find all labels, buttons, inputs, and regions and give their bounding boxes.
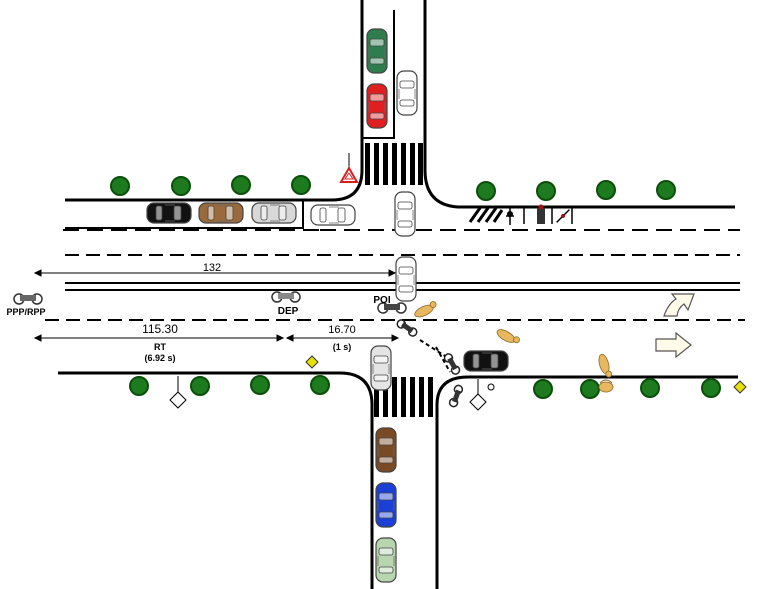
tree-icon (310, 375, 330, 395)
tree-icon (476, 181, 496, 201)
tree-icon (701, 378, 721, 398)
last-time-label: (1 s) (333, 342, 352, 352)
distance-last-label: 16.70 (328, 324, 356, 336)
tree-icon (250, 375, 270, 395)
motorcycle-debris-icon (448, 384, 464, 408)
poi-label: POI (373, 295, 390, 306)
tree-icon (190, 376, 210, 396)
north-white-car (396, 70, 418, 116)
tree-icon (533, 379, 553, 399)
subject-white-car (395, 256, 417, 302)
vehicles (146, 28, 509, 583)
motorcycle-icon (271, 291, 301, 303)
bicycle-icon (556, 209, 570, 223)
trees (110, 175, 721, 399)
bicycle-icon (537, 204, 545, 224)
east-black-car (463, 350, 509, 372)
dimension-lines (33, 269, 400, 342)
tree-icon (171, 176, 191, 196)
crosswalk-north (365, 143, 423, 185)
motorcycle-debris-icon (443, 353, 461, 375)
south-green-car (375, 537, 397, 583)
deer-icon (598, 353, 613, 378)
tree-icon (291, 175, 311, 195)
parked-white-car (310, 204, 356, 226)
tree-icon (129, 376, 149, 396)
crosswalk-south (374, 377, 433, 417)
parked-silver-car (251, 202, 297, 224)
skid-marks (419, 339, 451, 373)
road-edges (58, 0, 738, 589)
distance-total-label: 132 (203, 262, 221, 274)
motorcycle-icon (377, 302, 407, 314)
motorcycle-icon (13, 293, 43, 305)
straight-arrow-icon (655, 331, 692, 359)
tree-icon (656, 180, 676, 200)
south-silver-car (370, 345, 392, 391)
hatch-area (468, 207, 504, 223)
turn-arrow-icon (663, 293, 695, 317)
ppp-rpp-label: PPP/RPP (6, 307, 45, 317)
deer-crossing-sign-icon (305, 355, 319, 369)
tree-icon (536, 181, 556, 201)
deer-icon (414, 301, 437, 318)
tree-icon (596, 180, 616, 200)
tree-icon (580, 379, 600, 399)
sign-post-left (169, 376, 187, 409)
south-brown-car (375, 427, 397, 473)
north-red-car (366, 83, 388, 129)
yield-sign-icon (339, 153, 359, 183)
pedestrian-icon (506, 207, 514, 225)
deer-icon (598, 379, 614, 393)
sign-post-right (469, 379, 495, 411)
distance-rt-label: 115.30 (142, 322, 178, 336)
tree-icon (110, 176, 130, 196)
north-green-car (366, 28, 388, 74)
motorcycle-debris-icon (396, 319, 418, 337)
tree-icon (640, 378, 660, 398)
south-blue-car (375, 482, 397, 528)
tree-icon (231, 175, 251, 195)
deer-crossing-sign-icon (733, 380, 747, 394)
deer-icon (496, 329, 520, 344)
parked-brown-car (198, 202, 244, 224)
center-white-car (394, 191, 416, 237)
dep-label: DEP (278, 306, 299, 317)
parked-black-car (146, 202, 192, 224)
rt-label: RT (154, 342, 166, 352)
bike-rack (523, 208, 573, 224)
rt-time-label: (6.92 s) (144, 353, 175, 363)
